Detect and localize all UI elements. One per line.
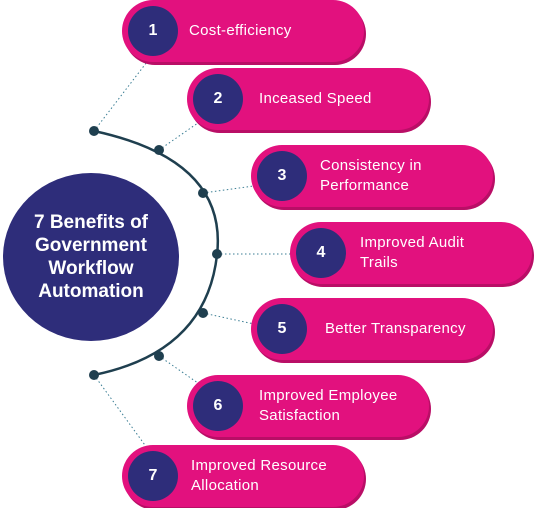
benefit-item-3: 3 Consistency in Performance [251, 145, 493, 207]
hub-circle: 7 Benefits of Government Workflow Automa… [3, 173, 179, 341]
benefit-label-6: Improved Employee Satisfaction [259, 387, 398, 424]
benefit-item-6: 6 Improved Employee Satisfaction [187, 375, 429, 437]
badge-number-7: 7 [128, 451, 178, 501]
badge-number-3: 3 [257, 151, 307, 201]
benefit-item-4: 4 Improved Audit Trails [290, 222, 532, 284]
badge-number-2: 2 [193, 74, 243, 124]
benefit-label-7: Improved Resource Allocation [191, 457, 327, 494]
benefit-item-1: 1 Cost-efficiency [122, 0, 364, 62]
benefit-item-7: 7 Improved Resource Allocation [122, 445, 364, 507]
node-dot-1 [89, 126, 99, 136]
badge-number-6: 6 [193, 381, 243, 431]
benefit-label-5: Better Transparency [325, 320, 466, 337]
node-dot-5 [198, 308, 208, 318]
node-dot-7 [89, 370, 99, 380]
benefit-label-2: Inceased Speed [259, 90, 372, 107]
node-dot-3 [198, 188, 208, 198]
benefit-label-3: Consistency in Performance [320, 157, 422, 194]
node-dot-6 [154, 351, 164, 361]
node-dot-2 [154, 145, 164, 155]
benefit-label-4: Improved Audit Trails [360, 234, 465, 271]
badge-number-1: 1 [128, 6, 178, 56]
benefit-item-2: 2 Inceased Speed [187, 68, 429, 130]
badge-number-4: 4 [296, 228, 346, 278]
badge-number-5: 5 [257, 304, 307, 354]
benefit-label-1: Cost-efficiency [189, 22, 292, 39]
benefit-item-5: 5 Better Transparency [251, 298, 493, 360]
node-dot-4 [212, 249, 222, 259]
hub-title: 7 Benefits of Government Workflow Automa… [33, 212, 149, 302]
